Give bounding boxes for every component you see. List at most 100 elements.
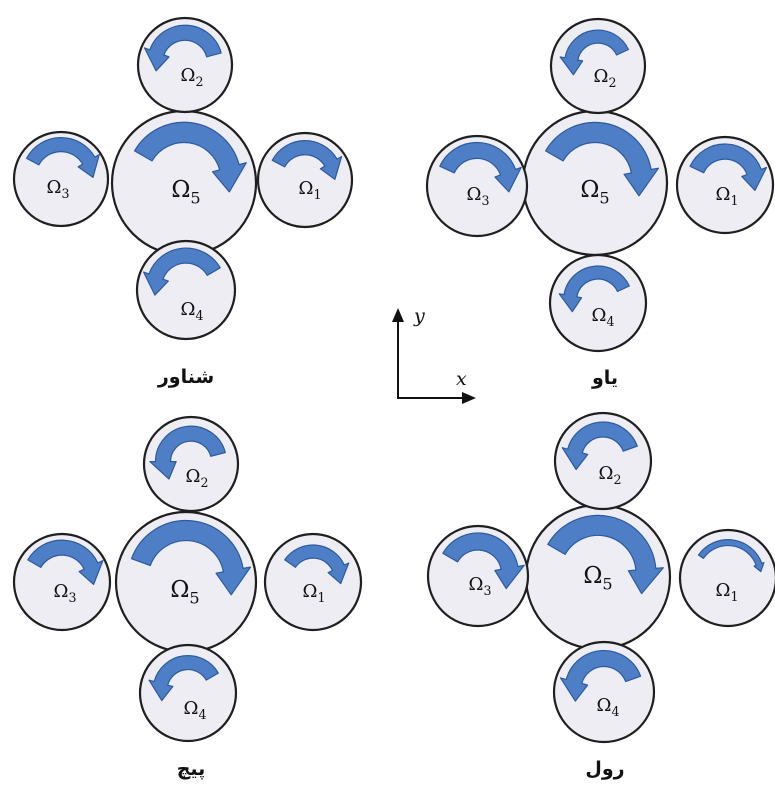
rotor-index: 2 bbox=[200, 475, 208, 490]
bottom-rotor-4: Ω4 bbox=[552, 640, 656, 744]
rotor-index: 5 bbox=[190, 188, 200, 207]
counterclockwise-arrow-icon bbox=[149, 425, 226, 480]
omega-symbol: Ω bbox=[580, 177, 599, 203]
omega-symbol: Ω bbox=[716, 184, 731, 205]
clockwise-arrow-icon bbox=[442, 532, 525, 590]
right-rotor-1: Ω1 bbox=[678, 528, 775, 628]
rotor-speed-label: Ω5 bbox=[580, 177, 609, 207]
rotor-speed-label: Ω3 bbox=[54, 581, 77, 605]
rotor-index: 3 bbox=[483, 583, 491, 598]
omega-symbol: Ω bbox=[47, 177, 62, 198]
left-rotor-3: Ω3 bbox=[12, 532, 112, 632]
clockwise-arrow-icon bbox=[689, 143, 768, 191]
rotor-index: 2 bbox=[613, 472, 621, 487]
omega-symbol: Ω bbox=[181, 65, 196, 86]
rotor-speed-label: Ω3 bbox=[47, 177, 70, 201]
rotor-index: 1 bbox=[313, 187, 321, 202]
panel-caption: شناور bbox=[157, 366, 214, 388]
rotor-index: 4 bbox=[198, 707, 206, 722]
top-rotor-2: Ω2 bbox=[549, 17, 647, 115]
bottom-rotor-4: Ω4 bbox=[138, 643, 238, 743]
rotor-index: 5 bbox=[189, 588, 199, 607]
omega-symbol: Ω bbox=[716, 580, 731, 601]
rotor-speed-label: Ω2 bbox=[594, 66, 617, 90]
bottom-rotor-4: Ω4 bbox=[135, 239, 237, 341]
omega-symbol: Ω bbox=[54, 581, 69, 602]
omega-symbol: Ω bbox=[597, 695, 612, 716]
rotor-index: 3 bbox=[61, 186, 69, 201]
rotor-index: 4 bbox=[606, 314, 614, 329]
top-rotor-2: Ω2 bbox=[142, 415, 240, 513]
x-axis-label: x bbox=[456, 368, 467, 390]
clockwise-arrow-icon bbox=[697, 539, 765, 573]
coordinate-axes: y x bbox=[392, 305, 476, 404]
top-rotor-2: Ω2 bbox=[136, 16, 234, 114]
right-rotor-1: Ω1 bbox=[263, 532, 363, 632]
rotor-index: 5 bbox=[599, 188, 609, 207]
x-axis-arrowhead bbox=[462, 392, 476, 404]
rotor-index: 4 bbox=[611, 704, 619, 719]
rotor-index: 1 bbox=[730, 589, 738, 604]
clockwise-arrow-icon bbox=[26, 137, 100, 178]
rotor-speed-label: Ω1 bbox=[299, 178, 322, 202]
counterclockwise-arrow-icon bbox=[559, 29, 629, 76]
rotor-speed-label: Ω5 bbox=[171, 177, 200, 207]
clockwise-arrow-icon bbox=[130, 519, 252, 596]
rotor-index: 1 bbox=[317, 590, 325, 605]
counterclockwise-arrow-icon bbox=[559, 649, 642, 702]
rotor-speed-label: Ω5 bbox=[170, 577, 199, 607]
rotor-index: 4 bbox=[195, 308, 203, 323]
top-rotor-2: Ω2 bbox=[553, 411, 653, 511]
rotor-speed-label: Ω1 bbox=[303, 581, 326, 605]
omega-symbol: Ω bbox=[592, 305, 607, 326]
right-rotor-1: Ω1 bbox=[256, 131, 354, 229]
omega-symbol: Ω bbox=[594, 66, 609, 87]
rotor-speed-label: Ω2 bbox=[181, 65, 204, 89]
rotor-speed-label: Ω2 bbox=[599, 463, 622, 487]
rotor-speed-label: Ω3 bbox=[467, 184, 490, 208]
counterclockwise-arrow-icon bbox=[143, 247, 221, 296]
omega-symbol: Ω bbox=[170, 577, 189, 603]
rotor-speed-label: Ω4 bbox=[184, 698, 207, 722]
panel-caption: پیچ bbox=[177, 758, 206, 780]
clockwise-arrow-icon bbox=[134, 121, 247, 193]
omega-symbol: Ω bbox=[184, 698, 199, 719]
counterclockwise-arrow-icon bbox=[143, 24, 222, 72]
center-rotor-5: Ω5 bbox=[114, 510, 258, 654]
rotor-index: 2 bbox=[608, 75, 616, 90]
right-rotor-1: Ω1 bbox=[675, 135, 775, 235]
omega-symbol: Ω bbox=[303, 581, 318, 602]
rotor-index: 3 bbox=[68, 590, 76, 605]
clockwise-arrow-icon bbox=[27, 539, 104, 585]
omega-symbol: Ω bbox=[599, 463, 614, 484]
center-rotor-5: Ω5 bbox=[521, 109, 669, 257]
left-rotor-3: Ω3 bbox=[12, 130, 110, 228]
rotor-index: 5 bbox=[602, 574, 612, 593]
center-rotor-5: Ω5 bbox=[524, 503, 672, 651]
panel-caption: رول bbox=[585, 758, 624, 780]
rotor-speed-label: Ω4 bbox=[592, 305, 615, 329]
clockwise-arrow-icon bbox=[547, 514, 664, 595]
omega-symbol: Ω bbox=[181, 299, 196, 320]
y-axis-arrowhead bbox=[392, 308, 404, 322]
omega-symbol: Ω bbox=[186, 466, 201, 487]
omega-symbol: Ω bbox=[467, 184, 482, 205]
rotor-speed-label: Ω5 bbox=[583, 563, 612, 593]
center-rotor-5: Ω5 bbox=[110, 109, 258, 257]
clockwise-arrow-icon bbox=[284, 544, 350, 585]
rotor-speed-label: Ω1 bbox=[716, 184, 739, 208]
omega-symbol: Ω bbox=[469, 574, 484, 595]
bottom-rotor-4: Ω4 bbox=[548, 253, 648, 353]
rotor-index: 3 bbox=[481, 193, 489, 208]
clockwise-arrow-icon bbox=[545, 121, 660, 197]
clockwise-arrow-icon bbox=[271, 140, 343, 180]
clockwise-arrow-icon bbox=[439, 141, 522, 193]
rotor-speed-label: Ω1 bbox=[716, 580, 739, 604]
rotor-speed-label: Ω2 bbox=[186, 466, 209, 490]
rotor-index: 2 bbox=[195, 74, 203, 89]
